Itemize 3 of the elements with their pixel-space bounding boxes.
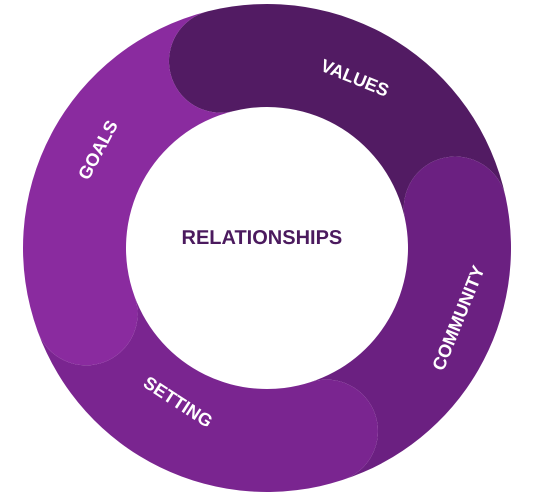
ring-segment [169, 4, 506, 219]
center-label: RELATIONSHIPS [182, 228, 342, 248]
ring-segment [38, 296, 378, 492]
